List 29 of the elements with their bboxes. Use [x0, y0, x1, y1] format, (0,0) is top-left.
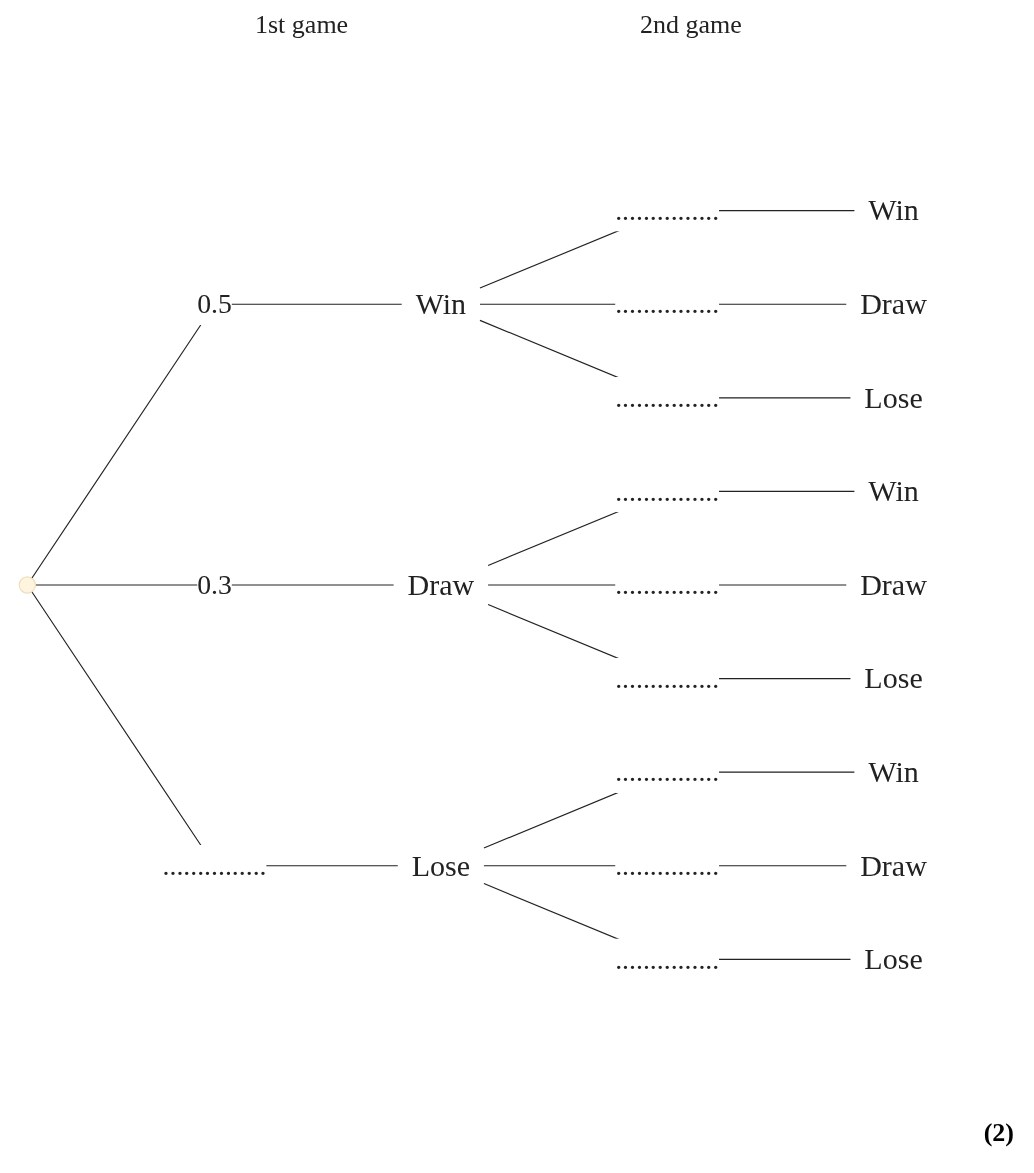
edge-label: ............... [162, 850, 267, 881]
node-text: Draw [860, 849, 927, 883]
node-text: Draw [860, 568, 927, 602]
column-heading: 1st game [255, 10, 349, 40]
node-text: Lose [411, 849, 471, 883]
edge-label: 0.5 [197, 289, 232, 320]
edge-label: ............... [615, 289, 720, 320]
node-text: Lose [864, 942, 923, 977]
node-point [18, 576, 36, 594]
edge-label: ............... [615, 569, 720, 601]
edge-label: ............... [615, 757, 720, 788]
node-text: Win [868, 755, 919, 789]
node-text: Win [868, 193, 919, 228]
edge-label: 0.3 [197, 569, 232, 601]
edge-label: ............... [615, 663, 720, 694]
node-text: Win [415, 287, 467, 321]
connector [31, 303, 403, 579]
edge-label: ............... [615, 944, 720, 975]
marks-label: (2) [983, 1118, 1014, 1147]
column-heading: 2nd game [640, 10, 742, 40]
node-text: Draw [860, 287, 927, 321]
edge-label: ............... [615, 476, 720, 507]
edge-label: ............... [615, 850, 720, 881]
node-text: Draw [407, 568, 475, 602]
node-text: Win [868, 474, 919, 509]
edge-label: ............... [615, 382, 720, 413]
edge-label: ............... [615, 195, 720, 226]
node-text: Lose [864, 661, 923, 696]
node-text: Lose [864, 381, 923, 415]
